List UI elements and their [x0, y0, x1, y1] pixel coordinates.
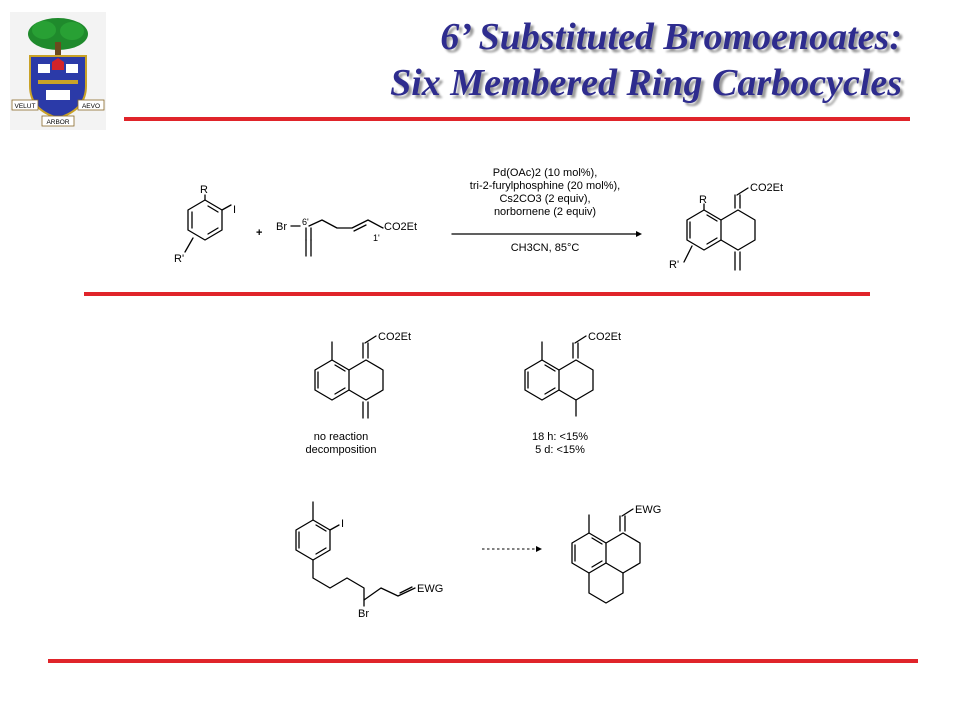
tether-ewg-label: EWG [417, 583, 443, 595]
divider-bottom [48, 659, 918, 663]
bicyclic-product-structure: R R' CO2Et [669, 182, 783, 271]
tree-icon [28, 18, 88, 56]
plus-sign: + [256, 227, 262, 239]
shield-icon [29, 55, 87, 120]
methyl-ester-label: CO2Et [588, 331, 621, 343]
slide-title: 6’ Substituted Bromoenoates: Six Membere… [390, 14, 902, 106]
solvent-temperature: CH3CN, 85°C [511, 242, 580, 254]
tricyclic-product-structure: EWG [571, 504, 661, 604]
iodo-label: I [233, 204, 236, 216]
aryl-iodide-structure: R I R' [174, 184, 236, 265]
c6-label: 6' [302, 217, 309, 227]
product-r-prime-label: R' [669, 259, 679, 271]
divider-top [124, 117, 910, 121]
university-crest-logo: VELUT AEVO ARBOR [10, 12, 106, 130]
bromoenoate-structure: Br 6' 1' CO2Et [276, 217, 417, 257]
no-reaction-text: no reaction [314, 431, 368, 443]
diene-substrate-structure: CO2Et no reaction decomposition [306, 331, 411, 456]
divider-middle [84, 292, 870, 296]
ester-label: CO2Et [384, 221, 417, 233]
methyl-substrate-structure: CO2Et 18 h: <15% 5 d: <15% [524, 331, 621, 456]
yield-18h-text: 18 h: <15% [532, 431, 588, 443]
product-ester-label: CO2Et [750, 182, 783, 194]
condition-4: norbornene (2 equiv) [494, 206, 596, 218]
motto-scroll: VELUT AEVO ARBOR [11, 99, 105, 127]
title-line-2: Six Membered Ring Carbocycles [390, 62, 902, 104]
tether-iodo-label: I [341, 518, 344, 530]
motto-left: VELUT [15, 103, 36, 110]
c1-label: 1' [373, 233, 380, 243]
product-r-label: R [699, 194, 707, 206]
yield-5d-text: 5 d: <15% [535, 444, 585, 456]
diene-ester-label: CO2Et [378, 331, 411, 343]
motto-right: AEVO [82, 103, 100, 110]
reaction-conditions: Pd(OAc)2 (10 mol%), tri-2-furylphosphine… [451, 167, 642, 254]
condition-1: Pd(OAc)2 (10 mol%), [493, 167, 598, 179]
r-prime-label: R' [174, 253, 184, 265]
condition-3: Cs2CO3 (2 equiv), [499, 193, 590, 205]
title-line-1: 6’ Substituted Bromoenoates: [440, 16, 902, 58]
r-label: R [200, 184, 208, 196]
decomposition-text: decomposition [306, 444, 377, 456]
tether-bromo-label: Br [358, 608, 369, 620]
product-ewg-label: EWG [635, 504, 661, 516]
motto-bottom: ARBOR [46, 119, 69, 126]
tethered-aryl-iodide-structure: I Br EWG [295, 501, 443, 620]
condition-2: tri-2-furylphosphine (20 mol%), [470, 180, 620, 192]
proposed-transformation-arrow [482, 546, 542, 552]
bromo-label: Br [276, 221, 287, 233]
